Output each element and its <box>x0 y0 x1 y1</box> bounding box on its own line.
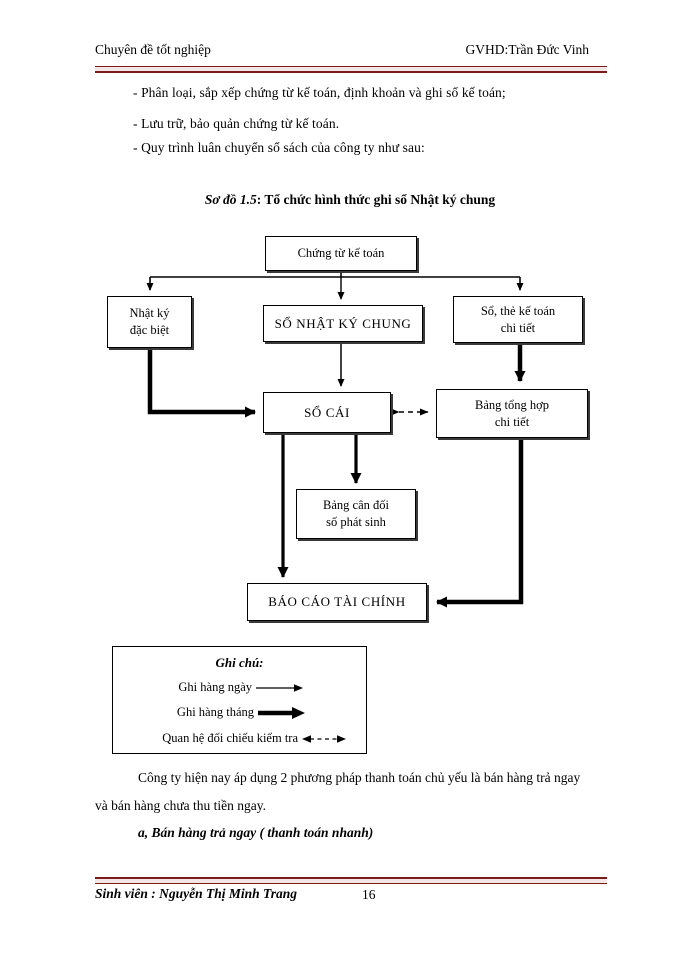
legend-label-crosscheck: Quan hệ đối chiếu kiểm tra <box>162 731 298 745</box>
subheading-a: a, Bán hàng trả ngay ( thanh toán nhanh) <box>138 825 374 840</box>
legend-row-crosscheck: Quan hệ đối chiếu kiểm tra <box>162 731 346 746</box>
flow-node-chung-tu-ke-toan[interactable]: Chứng từ kế toán <box>265 236 417 271</box>
footer-page-number: 16 <box>362 887 376 902</box>
page-header: Chuyên đề tốt nghiệp GVHD:Trần Đức Vinh <box>95 42 607 62</box>
flow-node-nhat-ky-line2: đặc biệt <box>129 323 170 337</box>
connector-chungtu-bus <box>146 271 524 300</box>
header-right-text: GVHD:Trần Đức Vinh <box>465 42 589 57</box>
legend-title: Ghi chú: <box>215 655 264 670</box>
flow-node-nhat-ky-dac-biet[interactable]: Nhật ký đặc biệt <box>107 296 192 348</box>
flow-node-bao-cao-tai-chinh[interactable]: BÁO CÁO TÀI CHÍNH <box>247 583 427 621</box>
flow-node-bang-tong-hop-line2: chi tiết <box>494 414 530 429</box>
bullet-item-2: - Lưu trữ, bảo quản chứng từ kế toán. <box>133 116 340 131</box>
bullet-item-3: - Quy trình luân chuyển sổ sách của công… <box>133 140 425 155</box>
flow-node-so-cai-label: SỔ CÁI <box>304 404 350 420</box>
header-rule <box>95 66 607 73</box>
connector-bangth-to-baocao <box>436 438 524 608</box>
bullet-item-1: - Phân loại, sắp xếp chứng từ kế toán, đ… <box>133 85 506 100</box>
flow-node-nhat-ky-line1: Nhật ký <box>129 306 170 321</box>
footer-rule <box>95 877 607 884</box>
flow-node-so-nhat-ky-chung[interactable]: SỔ NHẬT KÝ CHUNG <box>263 305 423 342</box>
paragraph-1-line-1: Công ty hiện nay áp dụng 2 phương pháp t… <box>138 770 581 785</box>
flow-node-so-the-line1: Sổ, thẻ kế toán <box>480 303 556 318</box>
flow-node-bao-cao-label: BÁO CÁO TÀI CHÍNH <box>268 594 406 610</box>
thick-solid-arrow-icon <box>258 706 305 719</box>
legend-row-daily: Ghi hàng ngày <box>178 680 304 695</box>
flow-node-chung-tu-label: Chứng từ kế toán <box>297 246 385 261</box>
legend-box: Ghi chú: Ghi hàng ngày Ghi hàng tháng Qu… <box>112 646 367 754</box>
flow-node-bang-can-doi-line2: số phát sinh <box>326 515 386 529</box>
footer-student-name: Sinh viên : Nguyễn Thị Minh Trang <box>95 886 298 901</box>
figure-number: Sơ đồ 1.5 <box>204 192 257 207</box>
figure-title: Sơ đồ 1.5: Tổ chức hình thức ghi sổ Nhật… <box>0 192 700 208</box>
legend-label-daily: Ghi hàng ngày <box>178 680 252 694</box>
figure-title-text: : Tổ chức hình thức ghi sổ Nhật ký chung <box>256 192 496 207</box>
flow-node-so-nhat-ky-chung-label: SỔ NHẬT KÝ CHUNG <box>274 315 412 331</box>
flow-node-so-cai[interactable]: SỔ CÁI <box>263 392 391 433</box>
legend-row-monthly: Ghi hàng tháng <box>177 705 306 720</box>
flow-node-so-the-line2: chi tiết <box>500 320 536 335</box>
legend-label-monthly: Ghi hàng tháng <box>176 705 254 719</box>
flow-node-bang-can-doi-line1: Bảng cân đối <box>323 498 389 513</box>
dashed-double-arrow-icon <box>302 734 346 743</box>
connector-nhatky-to-socai <box>147 348 256 418</box>
paragraph-1-line-2: và bán hàng chưa thu tiền ngay. <box>95 798 267 813</box>
flow-node-bang-can-doi-so-phat-sinh[interactable]: Bảng cân đối số phát sinh <box>296 489 416 539</box>
flow-node-bang-tong-hop-line1: Bảng tổng hợp <box>475 397 549 412</box>
flow-node-so-the-ke-toan-chi-tiet[interactable]: Sổ, thẻ kế toán chi tiết <box>453 296 583 343</box>
flow-node-bang-tong-hop-chi-tiet[interactable]: Bảng tổng hợp chi tiết <box>436 389 588 438</box>
header-left-text: Chuyên đề tốt nghiệp <box>95 42 211 57</box>
thin-solid-arrow-icon <box>256 683 303 692</box>
